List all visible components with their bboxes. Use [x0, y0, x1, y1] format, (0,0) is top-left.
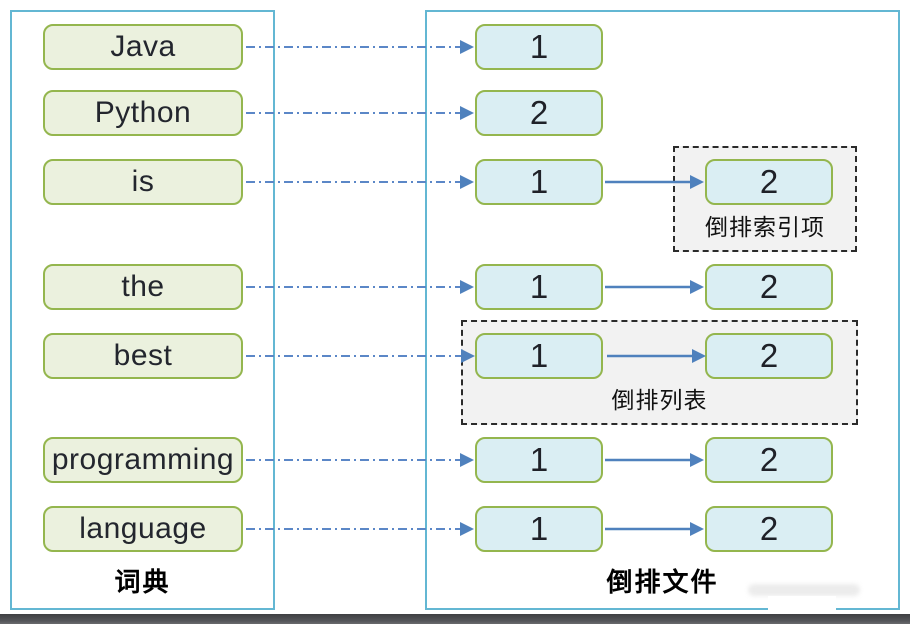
doc-box-python-2: 2 [475, 90, 603, 136]
word-box-is: is [43, 159, 243, 205]
doc-id: 1 [529, 268, 549, 305]
word-box-programming: programming [43, 437, 243, 483]
doc-id: 2 [759, 268, 779, 305]
word-box-language: language [43, 506, 243, 552]
doc-box-language-1: 1 [475, 506, 603, 552]
word-box-python: Python [43, 90, 243, 136]
watermark-artifact-patch [768, 596, 836, 613]
word-label: best [113, 339, 173, 372]
doc-box-is-2: 2 [705, 159, 833, 205]
doc-id: 1 [529, 510, 549, 547]
word-label: the [121, 270, 165, 303]
doc-box-the-1: 1 [475, 264, 603, 310]
doc-box-best-2: 2 [705, 333, 833, 379]
doc-box-the-2: 2 [705, 264, 833, 310]
bottom-bar [0, 614, 910, 624]
doc-box-best-1: 1 [475, 333, 603, 379]
inverted-file-panel-title: 倒排文件 [606, 567, 719, 597]
doc-id: 1 [529, 337, 549, 374]
doc-id: 2 [759, 510, 779, 547]
inverted-list-label: 倒排列表 [611, 387, 708, 413]
word-box-best: best [43, 333, 243, 379]
word-label: language [79, 512, 207, 545]
doc-id: 2 [759, 163, 779, 200]
doc-id: 1 [529, 163, 549, 200]
doc-id: 2 [759, 441, 779, 478]
word-label: Python [94, 96, 192, 129]
word-label: Java [110, 30, 176, 63]
dictionary-panel-title: 词典 [114, 567, 171, 597]
doc-box-programming-1: 1 [475, 437, 603, 483]
word-box-java: Java [43, 24, 243, 70]
word-label: programming [51, 443, 235, 476]
doc-box-programming-2: 2 [705, 437, 833, 483]
inverted-index-item-label: 倒排索引项 [705, 214, 825, 240]
doc-id: 1 [529, 441, 549, 478]
doc-box-language-2: 2 [705, 506, 833, 552]
word-label: is [131, 165, 155, 198]
doc-id: 1 [529, 28, 549, 65]
watermark-artifact-smudge [748, 584, 860, 596]
doc-box-java-1: 1 [475, 24, 603, 70]
doc-id: 2 [529, 94, 549, 131]
word-box-the: the [43, 264, 243, 310]
doc-id: 2 [759, 337, 779, 374]
doc-box-is-1: 1 [475, 159, 603, 205]
